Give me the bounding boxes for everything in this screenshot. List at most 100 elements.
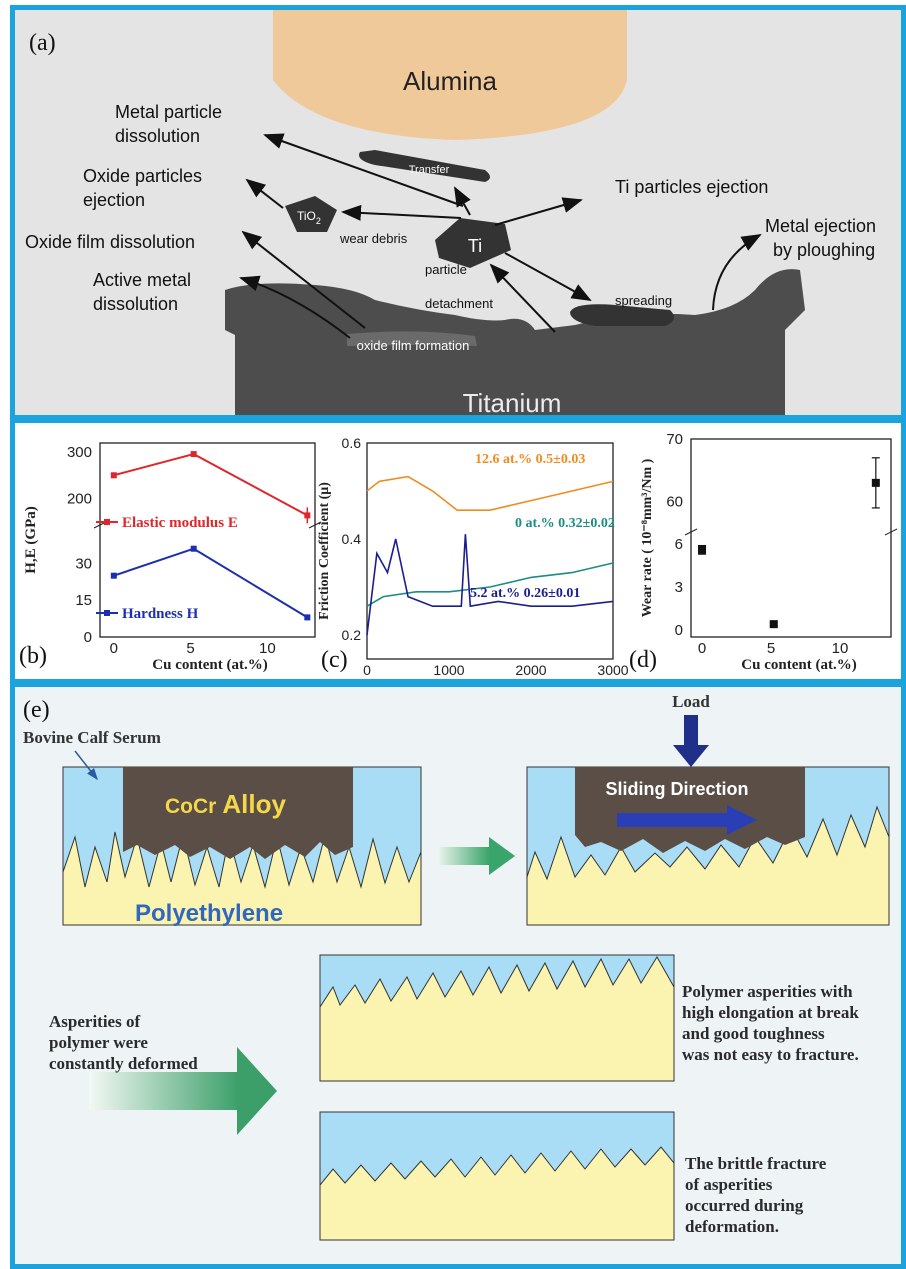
asperities-line-3: constantly deformed xyxy=(49,1054,198,1073)
ti-particles-ejection-label: Ti particles ejection xyxy=(615,177,768,197)
chart-d-ytick-lower: 0 xyxy=(675,622,683,639)
oxide-particles-label-1: Oxide particles xyxy=(83,166,202,186)
arrow-tio2 xyxy=(341,204,462,221)
asperities-text: Asperities of polymer were constantly de… xyxy=(49,1011,198,1074)
brittle-text: The brittle fracture of asperities occur… xyxy=(685,1153,826,1237)
chart-d-xlabel: Cu content (at.%) xyxy=(741,657,856,673)
chart-b-point xyxy=(190,545,197,552)
chart-d-ytick-lower: 6 xyxy=(675,536,683,553)
ti-particle xyxy=(435,218,511,268)
brittle-line-4: deformation. xyxy=(685,1217,779,1236)
panel-a-label: (a) xyxy=(29,30,56,56)
arrow-detachment xyxy=(489,263,556,333)
load-arrow-body xyxy=(684,715,698,747)
lower-deform-polyethylene xyxy=(319,1146,675,1241)
oxide-film xyxy=(347,331,477,346)
chart-d-break-left xyxy=(684,528,698,536)
chart-b-xtick: 0 xyxy=(110,640,118,657)
sliding-label: Sliding Direction xyxy=(605,779,748,799)
chart-c-series-label: 5.2 at.% 0.26±0.01 xyxy=(470,586,580,601)
chart-d-xtick: 5 xyxy=(767,640,775,657)
chart-b-xtick: 5 xyxy=(186,640,194,657)
metal-particle-label-1: Metal particle xyxy=(115,102,222,122)
chart-d-xtick: 10 xyxy=(832,640,849,657)
chart-d-point xyxy=(698,545,707,554)
alumina-block xyxy=(273,10,627,140)
chart-c-frame xyxy=(366,442,614,660)
chart-b-ytick-upper: 300 xyxy=(67,444,92,461)
chart-d-ytick-upper: 60 xyxy=(666,494,683,511)
asperities-line-1: Asperities of xyxy=(49,1012,141,1031)
polymer-line-3: and good toughness xyxy=(682,1024,825,1043)
chart-b-point xyxy=(190,451,197,458)
transfer-particle xyxy=(359,150,490,182)
large-transition-arrow-head xyxy=(237,1047,277,1135)
particle-detachment-label-2: detachment xyxy=(425,296,493,311)
chart-c-series-line xyxy=(366,475,614,511)
brittle-line-1: The brittle fracture xyxy=(685,1154,827,1173)
arrow-metal-particle xyxy=(263,133,464,207)
wear-debris-label: wear debris xyxy=(339,231,408,246)
arrow-active-metal xyxy=(239,275,351,339)
chart-b-ytick-lower: 0 xyxy=(84,629,92,646)
active-metal-label-2: dissolution xyxy=(93,294,178,314)
active-metal-label-1: Active metal xyxy=(93,270,191,290)
alumina-label: Alumina xyxy=(403,66,497,96)
load-arrow-head xyxy=(673,745,709,767)
chart-b-panel-label: (b) xyxy=(19,643,47,669)
upper-deform-polyethylene xyxy=(319,956,675,1082)
chart-c-ytick: 0.2 xyxy=(342,627,362,643)
chart-b-xtick: 10 xyxy=(259,640,276,657)
small-transition-arrow-head xyxy=(489,837,515,875)
chart-b-series-line xyxy=(113,452,308,517)
load-label: Load xyxy=(672,692,710,711)
chart-b-ytick-lower: 15 xyxy=(75,592,92,609)
brittle-line-2: of asperities xyxy=(685,1175,773,1194)
transfer-label: Transfer xyxy=(409,164,450,176)
chart-b-legend-label: Elastic modulus E xyxy=(122,515,238,531)
asperities-line-2: polymer were xyxy=(49,1033,148,1052)
chart-c-ylabel: Friction Coefficient (μ) xyxy=(317,482,332,620)
tio2-particle xyxy=(285,196,337,232)
chart-b-ytick-upper: 200 xyxy=(67,490,92,507)
metal-ejection-label-1: Metal ejection xyxy=(765,216,876,236)
left-box-polyethylene xyxy=(62,831,422,926)
bovine-label: Bovine Calf Serum xyxy=(23,728,161,747)
left-box-alloy xyxy=(123,767,353,859)
brittle-line-3: occurred during xyxy=(685,1196,804,1215)
chart-d-break-right xyxy=(884,528,898,536)
titanium-label: Titanium xyxy=(463,388,562,415)
titanium-substrate xyxy=(225,269,805,415)
chart-c-series-label: 0 at.% 0.32±0.02 xyxy=(515,516,615,531)
chart-d-xtick: 0 xyxy=(698,640,706,657)
chart-c-ytick: 0.6 xyxy=(342,435,362,451)
chart-d-panel-label: (d) xyxy=(629,647,657,673)
chart-c-series-label: 12.6 at.% 0.5±0.03 xyxy=(475,452,585,467)
arrow-oxide-particles xyxy=(245,178,284,209)
panel-a-drawing: (a) Alumina Titanium Transfer TiO2 Ti we… xyxy=(25,10,876,415)
bovine-pointer xyxy=(74,750,98,781)
chart-d-ytick-lower: 3 xyxy=(675,579,683,596)
arrow-transfer xyxy=(454,186,471,216)
chart-b-point xyxy=(110,572,117,579)
sliding-arrow-head xyxy=(727,805,757,835)
right-box-alloy xyxy=(575,767,805,853)
chart-b-legend-label: Hardness H xyxy=(122,606,199,622)
chart-b-break-right xyxy=(308,521,322,529)
polyethylene-label: Polyethylene xyxy=(135,900,283,927)
arrow-ti-particles xyxy=(494,197,583,226)
chart-c-xtick: 2000 xyxy=(515,662,546,678)
chart-c-xtick: 3000 xyxy=(597,662,628,678)
chart-d-frame xyxy=(690,438,892,638)
particle-detachment-label-1: particle xyxy=(425,262,467,277)
chart-c-xtick: 1000 xyxy=(433,662,464,678)
polymer-line-1: Polymer asperities with xyxy=(682,982,853,1001)
panel-a: (a) Alumina Titanium Transfer TiO2 Ti we… xyxy=(10,5,906,420)
large-transition-arrow-body xyxy=(89,1072,239,1110)
panel-e-label: (e) xyxy=(23,697,50,723)
chart-d-point xyxy=(871,478,880,487)
